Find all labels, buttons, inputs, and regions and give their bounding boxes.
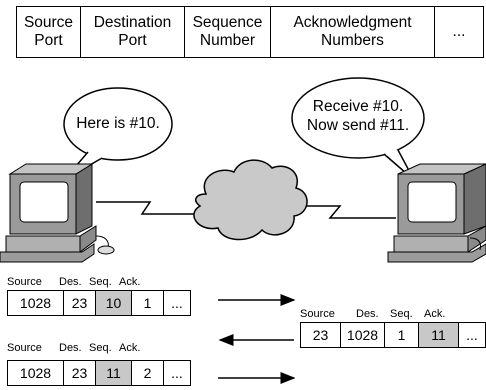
segment-3-ack: 2	[132, 361, 164, 385]
segment-1-seq: 10	[96, 291, 132, 315]
label-des: Des.	[59, 276, 82, 288]
segment-3: 1028 23 11 2 ...	[7, 360, 191, 386]
right-computer-icon	[387, 163, 486, 263]
segment-2-seq: 1	[385, 323, 419, 347]
segment-2-des: 1028	[341, 323, 385, 347]
sequence-number-field: Sequence Number	[185, 7, 271, 57]
label-des: Des.	[59, 342, 82, 354]
label-ack: Ack.	[119, 342, 141, 354]
label-seq: Seq.	[390, 308, 413, 320]
label-ack: Ack.	[424, 308, 446, 320]
segment-3-labels: Source Des. Seq. Ack.	[7, 342, 149, 354]
tcp-header-fields: Source Port Destination Port Sequence Nu…	[16, 6, 484, 58]
segment-2-ack: 11	[419, 323, 459, 347]
segment-3-more: ...	[171, 365, 183, 381]
segment-1-labels: Source Des. Seq. Ack.	[7, 276, 149, 288]
label-source: Source	[7, 342, 42, 354]
label-des: Des.	[356, 308, 379, 320]
segment-3-seq: 11	[96, 361, 132, 385]
label-source: Source	[300, 308, 335, 320]
segment-2: 23 1028 1 11 ...	[300, 322, 486, 348]
source-port-field: Source Port	[17, 7, 81, 57]
right-bubble-text: Receive #10. Now send #11.	[306, 98, 410, 134]
destination-port-field: Destination Port	[81, 7, 185, 57]
label-source: Source	[7, 276, 42, 288]
segment-2-source: 23	[301, 323, 341, 347]
segment-1-more: ...	[171, 295, 183, 311]
label-seq: Seq.	[89, 342, 112, 354]
segment-1-ack: 1	[132, 291, 164, 315]
segment-1-des: 23	[64, 291, 96, 315]
label-seq: Seq.	[89, 276, 112, 288]
right-speech-bubble	[291, 77, 425, 181]
network-links	[96, 201, 396, 219]
network-cloud-icon	[193, 159, 308, 241]
segment-1: 1028 23 10 1 ...	[7, 290, 191, 316]
left-bubble-text: Here is #10.	[76, 115, 160, 132]
label-ack: Ack.	[119, 276, 141, 288]
segment-3-source: 1028	[8, 361, 64, 385]
left-computer-icon	[0, 163, 115, 263]
segment-3-des: 23	[64, 361, 96, 385]
segment-1-source: 1028	[8, 291, 64, 315]
segment-2-labels: Source Des. Seq. Ack.	[300, 308, 454, 320]
more-fields: ...	[452, 23, 466, 40]
segment-2-more: ...	[466, 327, 478, 343]
acknowledgment-numbers-field: Acknowledgment Numbers	[271, 7, 435, 57]
